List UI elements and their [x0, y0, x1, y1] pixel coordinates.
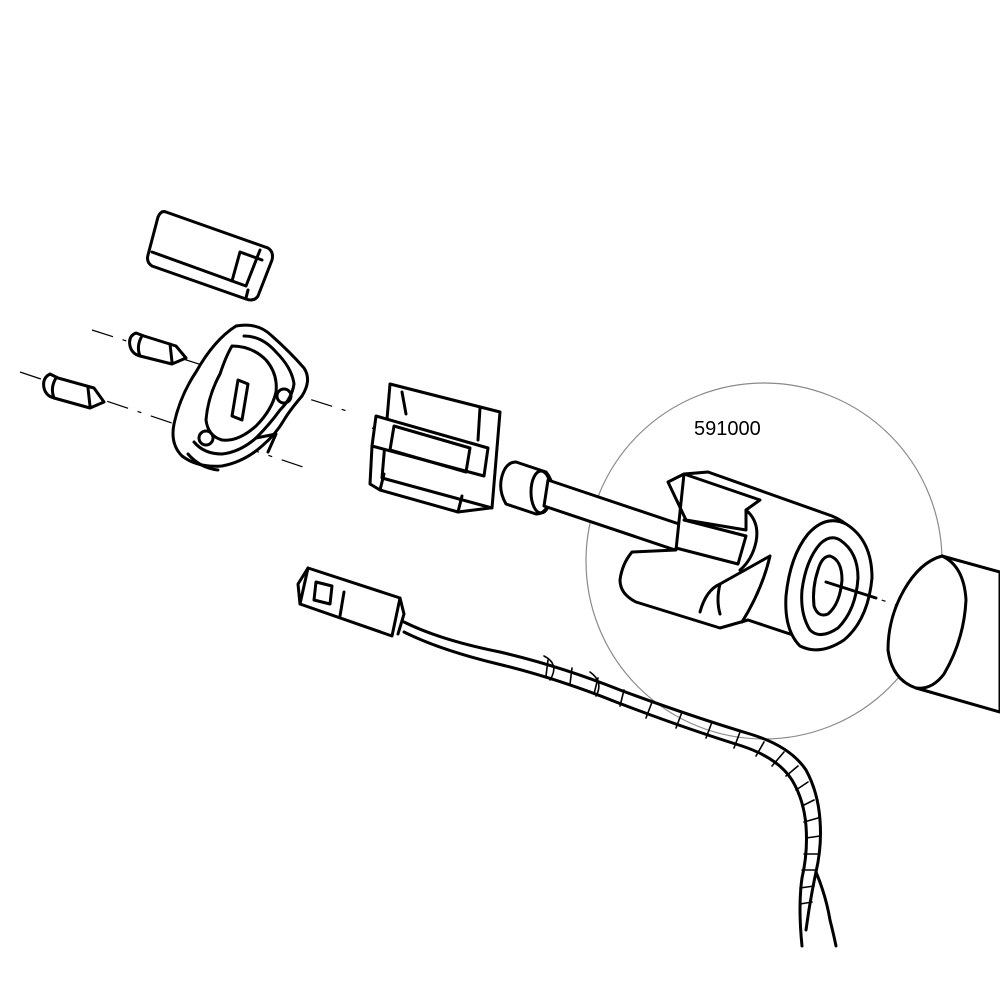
- mounting-bracket: [171, 323, 309, 472]
- screw-upper: [128, 331, 188, 366]
- connector-plug: [296, 566, 406, 638]
- coupling-block: [368, 382, 502, 514]
- part-number-label: 591000: [694, 418, 761, 440]
- motor-head: [618, 470, 878, 652]
- end-cap: [146, 210, 274, 302]
- cable: [402, 620, 838, 948]
- motor-tube: [886, 554, 1000, 714]
- screw-lower: [42, 372, 106, 410]
